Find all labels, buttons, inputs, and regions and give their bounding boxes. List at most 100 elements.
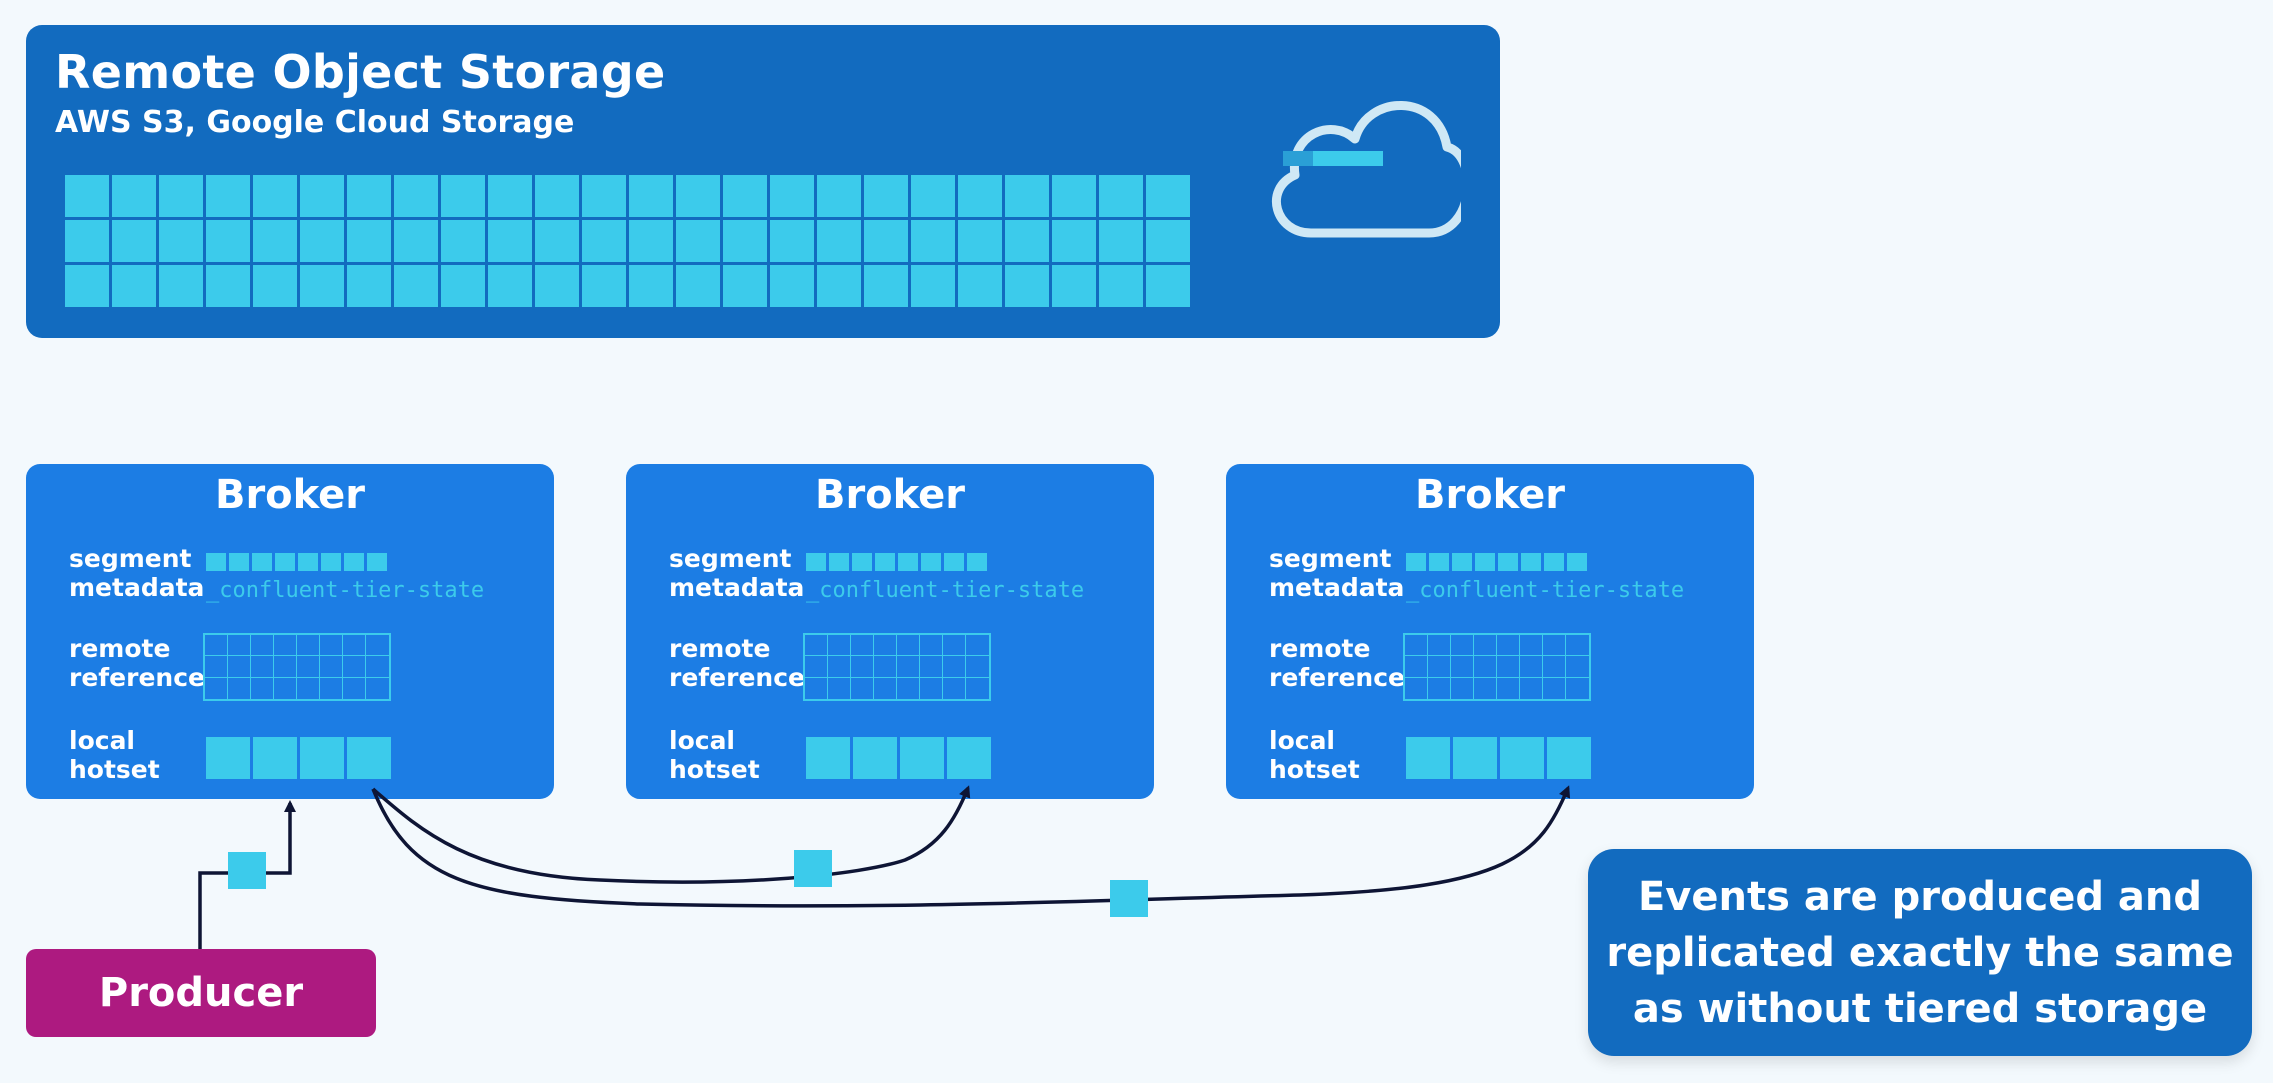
storage-segment (770, 175, 814, 217)
remote-reference-cell (1451, 677, 1474, 699)
storage-segment (911, 265, 955, 307)
remote-reference-cell (1520, 635, 1543, 657)
storage-segment (300, 175, 344, 217)
storage-segment (535, 220, 579, 262)
metadata-block (852, 553, 872, 571)
remote-reference-cell (805, 656, 828, 678)
remote-reference-cell (920, 677, 943, 699)
local-hotset-label: local hotset (1269, 726, 1360, 784)
metadata-block (875, 553, 895, 571)
storage-segment (864, 175, 908, 217)
storage-segment (535, 175, 579, 217)
producer: Producer (26, 949, 376, 1037)
storage-segment (770, 265, 814, 307)
tier-state-topic: _confluent-tier-state (206, 578, 485, 603)
metadata-block (367, 553, 387, 571)
remote-reference-cell (1428, 656, 1451, 678)
storage-segment (1005, 265, 1049, 307)
remote-reference-cell (851, 677, 874, 699)
remote-reference-grid (1403, 633, 1591, 701)
storage-segment (958, 265, 1002, 307)
remote-reference-grid (203, 633, 391, 701)
storage-segment (958, 220, 1002, 262)
remote-reference-cell (366, 678, 389, 699)
storage-segment (1052, 220, 1096, 262)
storage-segment (112, 265, 156, 307)
remote-object-storage: Remote Object Storage AWS S3, Google Clo… (26, 25, 1500, 338)
metadata-block (921, 553, 941, 571)
storage-segment (65, 175, 109, 217)
storage-segment (300, 220, 344, 262)
event-message-block (794, 850, 832, 887)
storage-segment (253, 265, 297, 307)
remote-reference-grid (803, 633, 991, 701)
remote-reference-cell (1428, 635, 1451, 657)
remote-reference-cell (366, 656, 389, 678)
storage-segment (159, 265, 203, 307)
hotset-segment (300, 737, 344, 779)
metadata-block (829, 553, 849, 571)
storage-segment (723, 175, 767, 217)
event-message-block (228, 852, 266, 889)
segment-metadata-blocks (806, 553, 987, 571)
remote-reference-cell (828, 656, 851, 678)
storage-segment (1099, 265, 1143, 307)
remote-reference-cell (1497, 677, 1520, 699)
metadata-block (806, 553, 826, 571)
remote-reference-cell (874, 677, 897, 699)
storage-segment (441, 220, 485, 262)
storage-segment (347, 175, 391, 217)
metadata-block (1475, 553, 1495, 571)
remote-reference-cell (251, 635, 274, 657)
remote-reference-cell (1428, 677, 1451, 699)
remote-reference-cell (1451, 635, 1474, 657)
remote-reference-cell (1474, 677, 1497, 699)
remote-reference-cell (1451, 656, 1474, 678)
remote-reference-cell (251, 677, 274, 699)
event-message-block (1110, 880, 1148, 917)
metadata-block (944, 553, 964, 571)
storage-segment (347, 220, 391, 262)
storage-segment (723, 265, 767, 307)
hotset-segment (347, 737, 391, 779)
storage-segment (1052, 265, 1096, 307)
hotset-segment (806, 737, 850, 779)
remote-reference-cell (274, 635, 297, 657)
remote-reference-cell (320, 635, 343, 657)
remote-reference-cell (897, 677, 920, 699)
remote-reference-cell (1543, 656, 1566, 678)
storage-segment (1146, 175, 1190, 217)
storage-segment (676, 265, 720, 307)
remote-reference-cell (1566, 678, 1589, 699)
remote-reference-cell (320, 656, 343, 678)
storage-segment (911, 175, 955, 217)
remote-reference-cell (805, 677, 828, 699)
metadata-block (206, 553, 226, 571)
tier-state-topic: _confluent-tier-state (1406, 578, 1685, 603)
storage-segment (1005, 175, 1049, 217)
storage-segment (206, 220, 250, 262)
storage-segment (817, 175, 861, 217)
remote-reference-cell (228, 656, 251, 678)
storage-segment (253, 220, 297, 262)
remote-reference-cell (1566, 635, 1589, 657)
storage-segment (159, 220, 203, 262)
remote-reference-cell (297, 656, 320, 678)
remote-reference-cell (920, 656, 943, 678)
remote-reference-cell (943, 635, 966, 657)
segment-metadata-label: segment metadata (669, 544, 805, 602)
remote-reference-cell (1520, 656, 1543, 678)
storage-segment (911, 220, 955, 262)
metadata-block (344, 553, 364, 571)
storage-segment (488, 265, 532, 307)
metadata-block (1521, 553, 1541, 571)
storage-segment (676, 175, 720, 217)
metadata-block (967, 553, 987, 571)
metadata-block (275, 553, 295, 571)
storage-segment (159, 175, 203, 217)
storage-segment (1146, 265, 1190, 307)
storage-segment (441, 265, 485, 307)
broker-title: Broker (214, 472, 366, 518)
remote-reference-cell (966, 656, 989, 678)
